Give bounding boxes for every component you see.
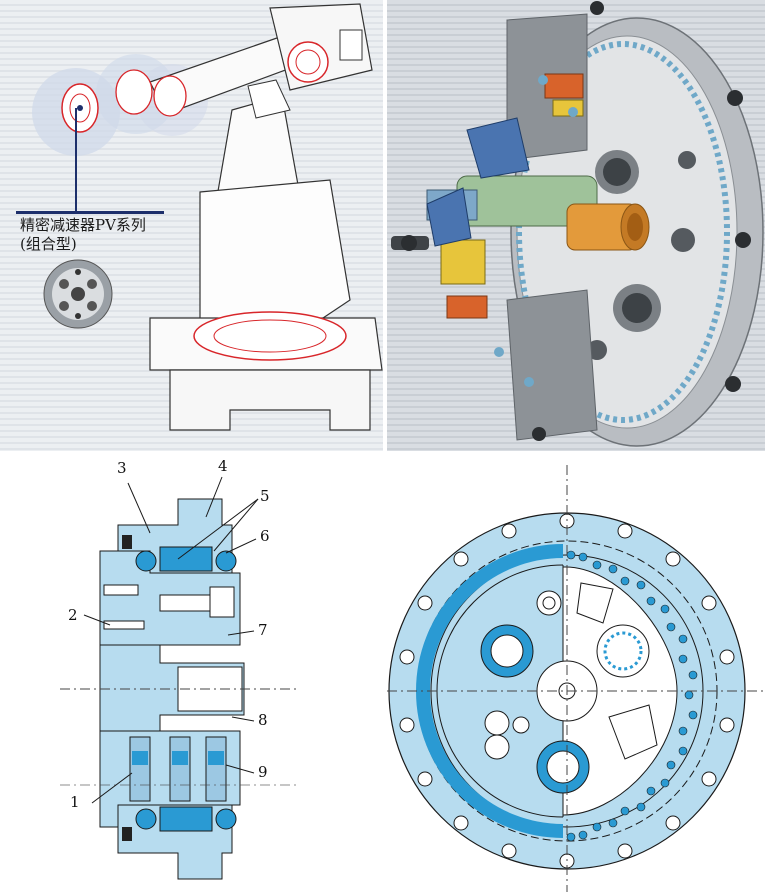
robot-arm-panel: 精密减速器PV系列 (组合型) bbox=[0, 0, 383, 451]
reducer-cutaway-panel bbox=[387, 0, 765, 451]
reducer-caption: 精密减速器PV系列 (组合型) bbox=[20, 216, 146, 253]
cross-section-panel: 1 2 3 4 5 6 7 8 9 bbox=[0, 455, 383, 892]
robot-arm-illustration bbox=[32, 3, 383, 431]
callout-9: 9 bbox=[258, 763, 268, 781]
front-view-diagram bbox=[387, 465, 765, 892]
reducer-cutaway-illustration bbox=[391, 1, 764, 447]
callout-7: 7 bbox=[258, 621, 268, 639]
callout-5: 5 bbox=[260, 487, 270, 505]
callout-4: 4 bbox=[218, 457, 228, 475]
reducer-thumbnail bbox=[43, 259, 113, 329]
caption-rule bbox=[16, 211, 164, 214]
callout-1: 1 bbox=[70, 793, 80, 811]
callout-3: 3 bbox=[117, 459, 127, 477]
callout-2: 2 bbox=[68, 606, 78, 624]
callout-6: 6 bbox=[260, 527, 270, 545]
front-view-panel bbox=[387, 455, 765, 892]
callout-8: 8 bbox=[258, 711, 268, 729]
ball-bearing-chain bbox=[566, 550, 698, 842]
cross-section-diagram bbox=[60, 476, 300, 880]
